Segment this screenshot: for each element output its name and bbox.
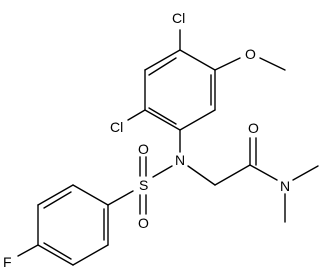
bond [72,244,109,266]
atom-n-sulfonamide: N [175,152,185,168]
bond [43,242,72,260]
bond [17,244,39,257]
atom-o-carbonyl: O [248,120,259,136]
bond [144,49,181,71]
bond [72,184,109,206]
bond [43,191,72,209]
bond [148,57,177,76]
bond [37,184,74,206]
bond [179,49,216,71]
bond [292,165,319,181]
bond [127,109,146,121]
bond [214,164,251,186]
atom-cl-left: Cl [110,119,123,135]
bond [214,57,241,71]
atom-o-sulfonyl-top: O [138,141,149,157]
atom-cl-top: Cl [172,10,185,26]
bonds [17,29,319,266]
bond [179,109,216,131]
bond [107,190,134,206]
bond [148,107,177,125]
bond [152,165,173,178]
bond [144,109,181,131]
atom-o-methoxy: O [245,46,256,62]
atom-labels: Cl O Cl N S O O F O N [3,10,290,270]
atom-n-amide: N [280,178,290,194]
bond [37,244,74,266]
bond [259,57,286,71]
bond [249,164,278,181]
bond [187,165,216,186]
atom-s-sulfonyl: S [139,177,148,193]
atom-f-aryl: F [3,254,12,270]
atom-o-sulfonyl-bottom: O [138,215,149,231]
